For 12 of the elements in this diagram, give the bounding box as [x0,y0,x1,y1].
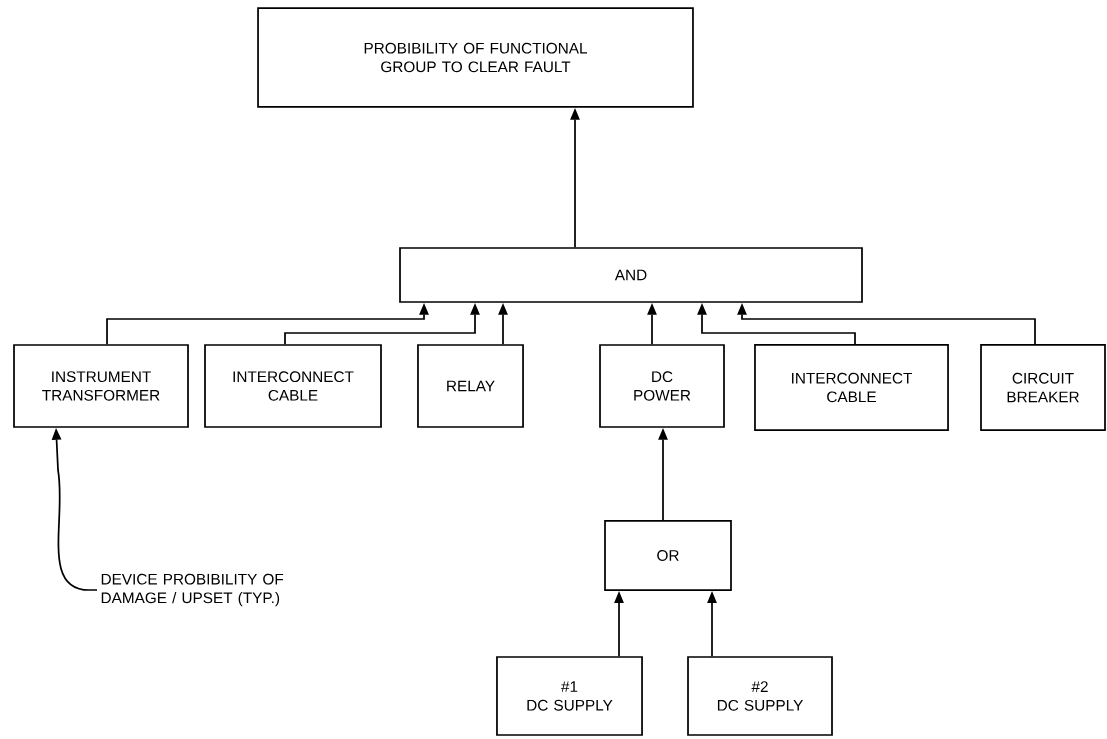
process-box: DC POWER [599,344,725,428]
process-box: INTERCONNECT CABLE [204,344,382,428]
note-text: DEVICE PROBIBILITY OF DAMAGE / UPSET (TYP.) [101,573,284,607]
process-box: INSTRUMENT TRANSFORMER [13,344,189,428]
process-box: CIRCUIT BREAKER [980,344,1106,431]
process-box: #1 DC SUPPLY [496,656,643,736]
process-box: RELAY [417,344,524,428]
gate-box: AND [399,247,863,303]
process-box: #2 DC SUPPLY [687,656,833,736]
process-box: PROBIBILITY OF FUNCTIONAL GROUP TO CLEAR FAULT [257,7,694,108]
process-box: INTERCONNECT CABLE [754,344,949,431]
gate-box: OR [604,520,732,591]
